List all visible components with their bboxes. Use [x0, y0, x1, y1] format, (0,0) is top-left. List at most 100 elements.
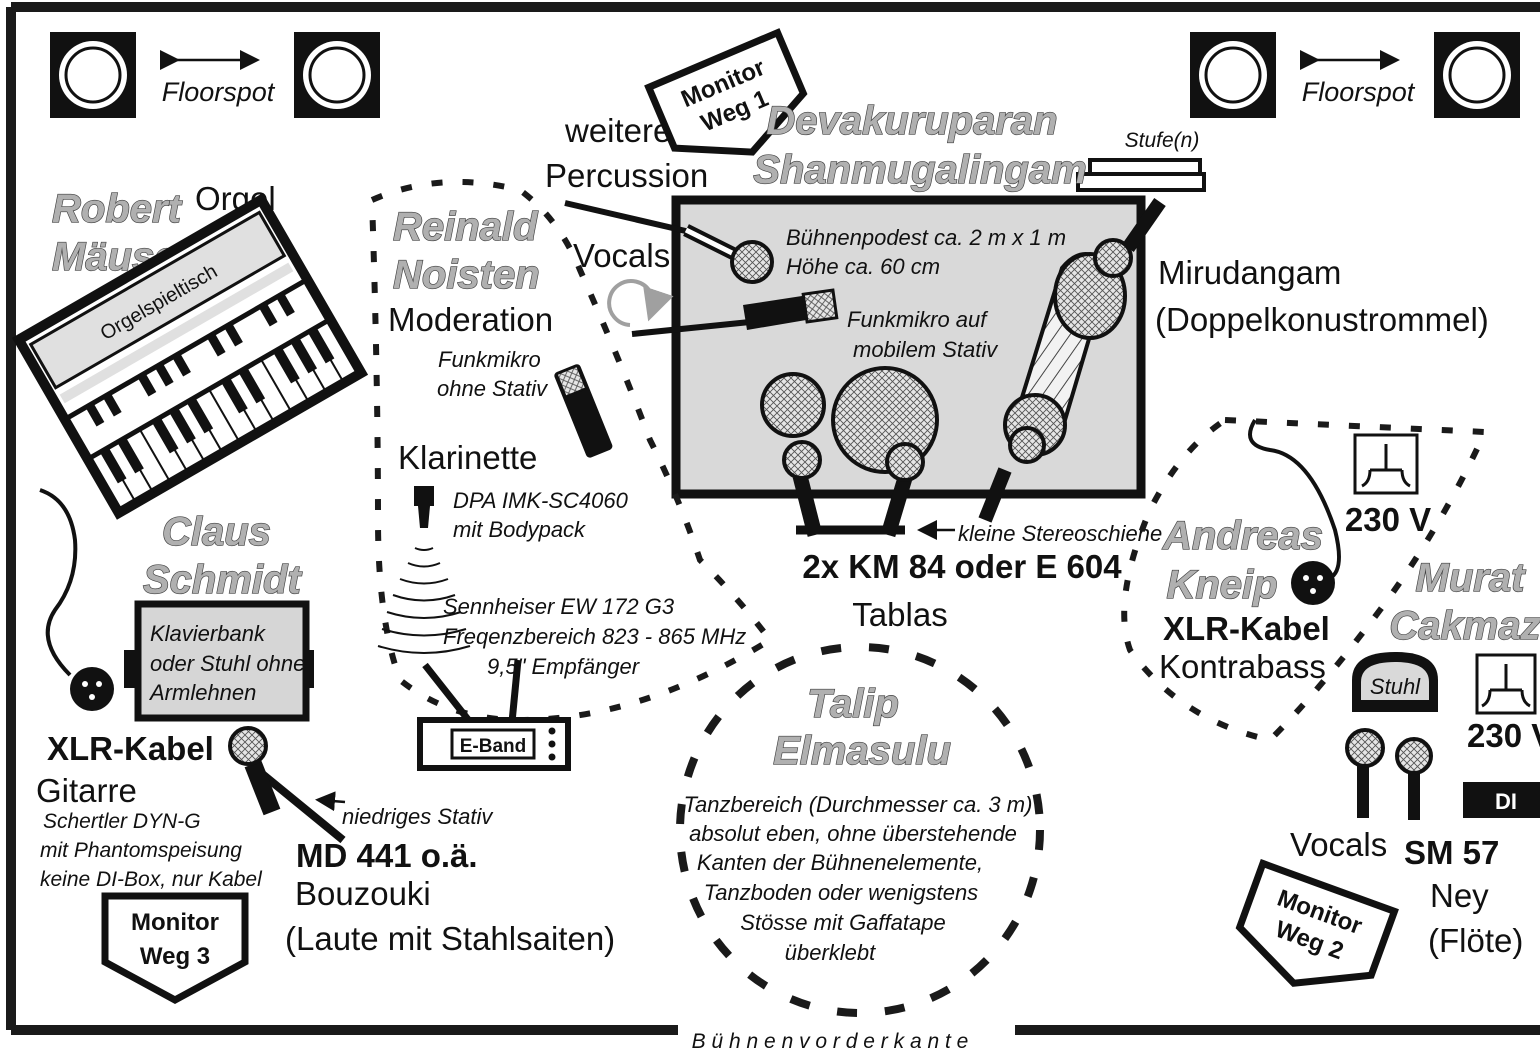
floorspot-light-icon — [1190, 32, 1276, 118]
label-tablas: Tablas — [852, 596, 947, 633]
dance-note: Tanzboden oder wenigstens — [704, 880, 978, 905]
monitor-wedge-1: Monitor Weg 1 — [644, 28, 808, 156]
mic-note: Funkmikro — [438, 347, 541, 372]
wireless-signal-icon — [377, 547, 471, 654]
dance-note: Stösse mit Gaffatape — [740, 910, 945, 935]
riser-note: Bühnenpodest ca. 2 m x 1 m — [786, 225, 1066, 250]
piano-bench — [124, 600, 314, 722]
label-percussion: Percussion — [545, 157, 708, 194]
label-ney: Ney — [1430, 877, 1489, 914]
tabla-mic-label: 2x KM 84 oder E 604 — [802, 548, 1122, 585]
xlr-connector-left — [39, 488, 114, 711]
receiver-box — [417, 659, 571, 771]
mic-note: mobilem Stativ — [853, 337, 999, 362]
floorspot-left: Floorspot — [50, 32, 380, 118]
monitor-label: Weg 3 — [140, 943, 210, 970]
mirudangam-drum — [978, 198, 1166, 523]
musician-name: Talip — [807, 682, 899, 726]
label-gitarre: Gitarre — [36, 772, 137, 809]
power-outlet-icon — [1353, 433, 1419, 495]
label-mirudangam-sub: (Doppelkonustrommel) — [1155, 301, 1489, 338]
power-outlet-icon — [1475, 653, 1537, 715]
bench-note: oder Stuhl ohne — [150, 651, 305, 676]
musician-name: Elmasulu — [773, 729, 951, 773]
dance-area — [676, 643, 1044, 1017]
stereo-bar-label: kleine Stereoschiene — [958, 521, 1162, 546]
steps-label: Stufe(n) — [1125, 129, 1200, 152]
monitor-label: Monitor — [131, 909, 219, 936]
dance-note: Kanten der Bühnenelemente, — [697, 850, 983, 875]
chair — [1352, 652, 1438, 712]
percussion-microphone — [564, 200, 774, 284]
label-vocals: Vocals — [573, 237, 670, 274]
receiver-label: E-Band — [460, 736, 527, 757]
musician-name: Robert — [52, 187, 183, 231]
steps — [1076, 158, 1206, 192]
floorspot-light-icon — [294, 32, 380, 118]
label-weitere: weitere — [564, 112, 671, 149]
label-floete: (Flöte) — [1428, 922, 1523, 959]
ney-microphone — [1395, 737, 1433, 820]
chair-label: Stuhl — [1370, 674, 1421, 699]
bench-note: Armlehnen — [148, 680, 256, 705]
stand-note: niedriges Stativ — [342, 804, 494, 829]
monitor-wedge-2: Monitor Weg 2 — [1235, 858, 1399, 987]
dance-note: absolut eben, ohne überstehende — [689, 821, 1017, 846]
floorspot-label: Floorspot — [1302, 77, 1416, 107]
riser-note: Höhe ca. 60 cm — [786, 254, 940, 279]
dance-note: Tanzbereich (Durchmesser ca. 3 m) — [684, 792, 1033, 817]
power-label: 230 V — [1467, 717, 1540, 754]
wireless-mic-on-stand — [607, 279, 839, 337]
dance-note: überklebt — [785, 940, 876, 965]
receiver-note: Freqenzbereich 823 - 865 MHz — [443, 624, 746, 649]
label-kontrabass: Kontrabass — [1159, 648, 1326, 685]
di-box-label: DI — [1495, 789, 1517, 814]
floorspot-right: Floorspot — [1190, 32, 1520, 118]
musician-name: Kneip — [1166, 563, 1277, 607]
label-vocals: Vocals — [1290, 826, 1387, 863]
tablas — [760, 366, 955, 540]
label-xlr: XLR-Kabel — [47, 730, 214, 767]
mic-note: mit Bodypack — [453, 517, 586, 542]
floorspot-light-icon — [1434, 32, 1520, 118]
label-xlr: XLR-Kabel — [1163, 610, 1330, 647]
monitor-wedge-3: Monitor Weg 3 — [101, 892, 249, 1004]
vocal-microphone — [1345, 728, 1385, 818]
receiver-note: 9,5" Empfänger — [487, 654, 641, 679]
organ-console: Orgelspieltisch — [11, 192, 369, 520]
bouzouki-microphone — [228, 726, 346, 844]
mic-note: Funkmikro auf — [847, 307, 989, 332]
label-moderation: Moderation — [388, 301, 553, 338]
ney-mic-label: SM 57 — [1404, 834, 1499, 871]
performer-area-andreas — [1121, 416, 1490, 744]
xlr-icon — [1291, 561, 1335, 605]
bouzouki-mic-label: MD 441 o.ä. — [296, 837, 478, 874]
label-klarinette: Klarinette — [398, 439, 537, 476]
musician-name: Schmidt — [143, 558, 302, 602]
receiver-note: Sennheiser EW 172 G3 — [443, 594, 675, 619]
floorspot-light-icon — [50, 32, 136, 118]
musician-name: Murat — [1416, 556, 1527, 600]
mic-note: DPA IMK-SC4060 — [453, 488, 629, 513]
label-mirudangam: Mirudangam — [1158, 254, 1341, 291]
label-bouzouki: Bouzouki — [295, 875, 431, 912]
stage-border — [6, 2, 1540, 1035]
guitar-note: keine DI-Box, nur Kabel — [40, 868, 263, 891]
bench-note: Klavierbank — [150, 621, 266, 646]
musician-name: Noisten — [393, 253, 540, 297]
musician-name: Devakuruparan — [766, 99, 1057, 143]
floorspot-label: Floorspot — [162, 77, 276, 107]
musician-name: Cakmaz — [1389, 604, 1540, 648]
guitar-note: Schertler DYN-G — [43, 810, 201, 833]
musician-name: Reinald — [393, 205, 539, 249]
clip-microphone — [414, 486, 434, 528]
musician-name: Shanmugalingam — [753, 148, 1086, 192]
stage-front-label: B ü h n e n v o r d e r k a n t e — [692, 1030, 969, 1053]
mic-note: ohne Stativ — [437, 376, 549, 401]
handheld-wireless-mic — [554, 364, 613, 458]
xlr-icon — [70, 667, 114, 711]
musician-name: Andreas — [1162, 514, 1323, 558]
label-laute: (Laute mit Stahlsaiten) — [285, 920, 615, 957]
